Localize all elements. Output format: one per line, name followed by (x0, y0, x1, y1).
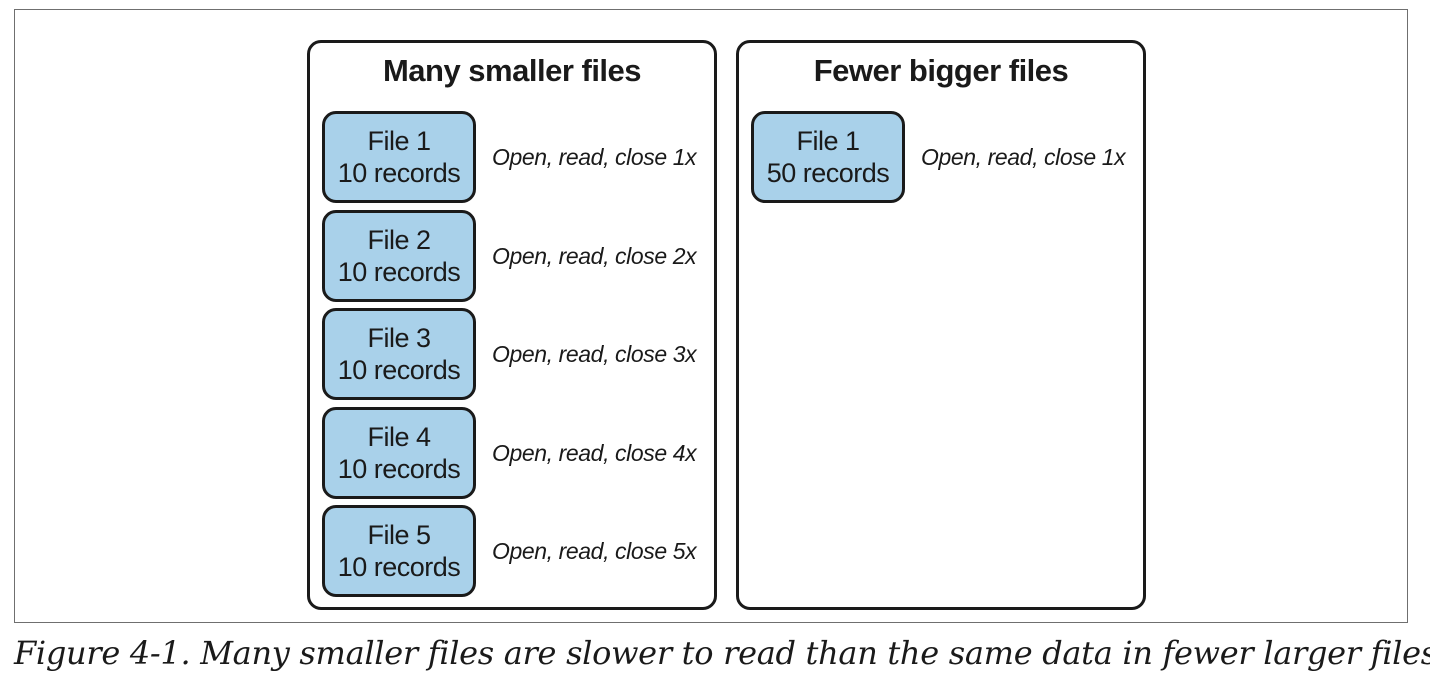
file-row: File 2 10 records Open, read, close 2x (322, 210, 712, 302)
file-row: File 5 10 records Open, read, close 5x (322, 505, 712, 597)
panel-title: Many smaller files (382, 53, 642, 88)
operation-label: Open, read, close 1x (921, 143, 1126, 170)
file-name: File 2 (367, 225, 431, 255)
file-box: File 2 10 records (322, 210, 476, 302)
operation-label: Open, read, close 2x (492, 242, 697, 269)
file-records: 10 records (337, 454, 461, 484)
file-name: File 5 (367, 520, 431, 550)
file-row: File 1 10 records Open, read, close 1x (322, 111, 712, 203)
panel-title: Fewer bigger files (813, 53, 1069, 88)
file-row: File 3 10 records Open, read, close 3x (322, 308, 712, 400)
file-records: 10 records (337, 355, 461, 385)
figure-caption: Figure 4-1. Many smaller files are slowe… (14, 634, 1430, 672)
file-records: 50 records (766, 158, 890, 188)
file-row: File 4 10 records Open, read, close 4x (322, 407, 712, 499)
many-smaller-files-panel: Many smaller files File 1 10 records Ope… (307, 40, 717, 610)
operation-label: Open, read, close 5x (492, 537, 697, 564)
figure-frame: Many smaller files File 1 10 records Ope… (14, 9, 1408, 623)
file-box: File 3 10 records (322, 308, 476, 400)
file-box: File 4 10 records (322, 407, 476, 499)
file-box: File 1 10 records (322, 111, 476, 203)
file-box: File 1 50 records (751, 111, 905, 203)
file-records: 10 records (337, 552, 461, 582)
operation-label: Open, read, close 4x (492, 439, 697, 466)
file-row: File 1 50 records Open, read, close 1x (751, 111, 1141, 203)
file-name: File 1 (796, 126, 860, 156)
operation-label: Open, read, close 1x (492, 143, 697, 170)
file-name: File 4 (367, 422, 431, 452)
file-name: File 3 (367, 323, 431, 353)
file-box: File 5 10 records (322, 505, 476, 597)
fewer-bigger-files-panel: Fewer bigger files File 1 50 records Ope… (736, 40, 1146, 610)
file-records: 10 records (337, 257, 461, 287)
operation-label: Open, read, close 3x (492, 340, 697, 367)
file-name: File 1 (367, 126, 431, 156)
file-records: 10 records (337, 158, 461, 188)
